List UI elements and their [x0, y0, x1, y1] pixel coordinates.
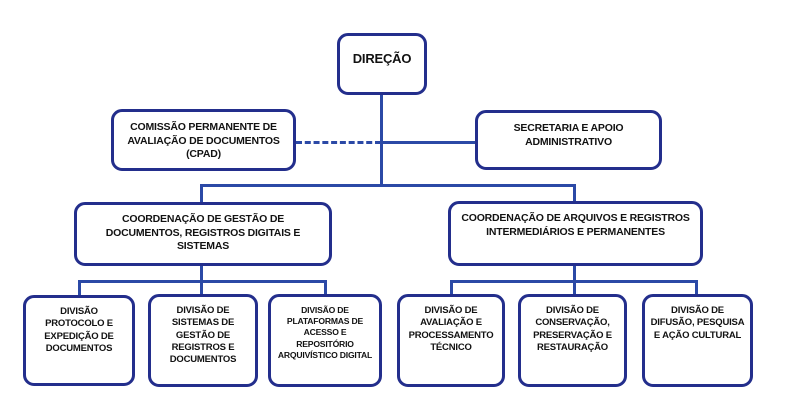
- connector-cpad-dashed: [296, 141, 381, 144]
- connector-right-divisions-horizontal: [450, 280, 698, 283]
- node-divisao-avaliacao-label: DIVISÃO DE AVALIAÇÃO E PROCESSAMENTO TÉC…: [408, 305, 494, 354]
- node-direcao-label: DIREÇÃO: [352, 51, 412, 66]
- connector-division-4-drop: [450, 280, 453, 296]
- node-divisao-sistemas-label: DIVISÃO DE SISTEMAS DE GESTÃO DE REGISTR…: [169, 305, 237, 366]
- connector-left-divisions-horizontal: [78, 280, 327, 283]
- node-direcao: DIREÇÃO: [337, 33, 427, 95]
- node-coordenacao-arquivos-label: COORDENAÇÃO DE ARQUIVOS E REGISTROS INTE…: [461, 212, 690, 238]
- node-divisao-sistemas: DIVISÃO DE SISTEMAS DE GESTÃO DE REGISTR…: [148, 294, 258, 387]
- node-coordenacao-arquivos: COORDENAÇÃO DE ARQUIVOS E REGISTROS INTE…: [448, 201, 703, 266]
- node-divisao-plataformas: DIVISÃO DE PLATAFORMAS DE ACESSO E REPOS…: [268, 294, 382, 387]
- node-cpad-label: COMISSÃO PERMANENTE DE AVALIAÇÃO DE DOCU…: [127, 121, 280, 161]
- node-secretaria: SECRETARIA E APOIO ADMINISTRATIVO: [475, 110, 662, 170]
- connector-division-3-drop: [324, 280, 327, 296]
- connector-division-6-drop: [695, 280, 698, 296]
- node-divisao-protocolo: DIVISÃO PROTOCOLO E EXPEDIÇÃO DE DOCUMEN…: [23, 295, 135, 386]
- node-coordenacao-gestao-label: COORDENAÇÃO DE GESTÃO DE DOCUMENTOS, REG…: [105, 213, 301, 253]
- node-divisao-conservacao-label: DIVISÃO DE CONSERVAÇÃO, PRESERVAÇÃO E RE…: [533, 305, 612, 354]
- node-divisao-difusao: DIVISÃO DE DIFUSÃO, PESQUISA E AÇÃO CULT…: [642, 294, 753, 387]
- node-divisao-plataformas-label: DIVISÃO DE PLATAFORMAS DE ACESSO E REPOS…: [277, 305, 373, 360]
- connector-coordination-left-drop: [200, 184, 203, 203]
- connector-root-trunk: [380, 95, 383, 186]
- node-divisao-avaliacao: DIVISÃO DE AVALIAÇÃO E PROCESSAMENTO TÉC…: [397, 294, 505, 387]
- node-coordenacao-gestao: COORDENAÇÃO DE GESTÃO DE DOCUMENTOS, REG…: [74, 202, 332, 266]
- connector-coordinations-horizontal: [200, 184, 576, 187]
- node-secretaria-label: SECRETARIA E APOIO ADMINISTRATIVO: [513, 122, 624, 148]
- connector-coordination-right-drop: [573, 184, 576, 202]
- node-divisao-difusao-label: DIVISÃO DE DIFUSÃO, PESQUISA E AÇÃO CULT…: [650, 305, 745, 341]
- connector-division-1-drop: [78, 280, 81, 296]
- node-divisao-protocolo-label: DIVISÃO PROTOCOLO E EXPEDIÇÃO DE DOCUMEN…: [44, 306, 114, 355]
- node-cpad: COMISSÃO PERMANENTE DE AVALIAÇÃO DE DOCU…: [111, 109, 296, 171]
- connector-secretaria: [382, 141, 475, 144]
- node-divisao-conservacao: DIVISÃO DE CONSERVAÇÃO, PRESERVAÇÃO E RE…: [518, 294, 627, 387]
